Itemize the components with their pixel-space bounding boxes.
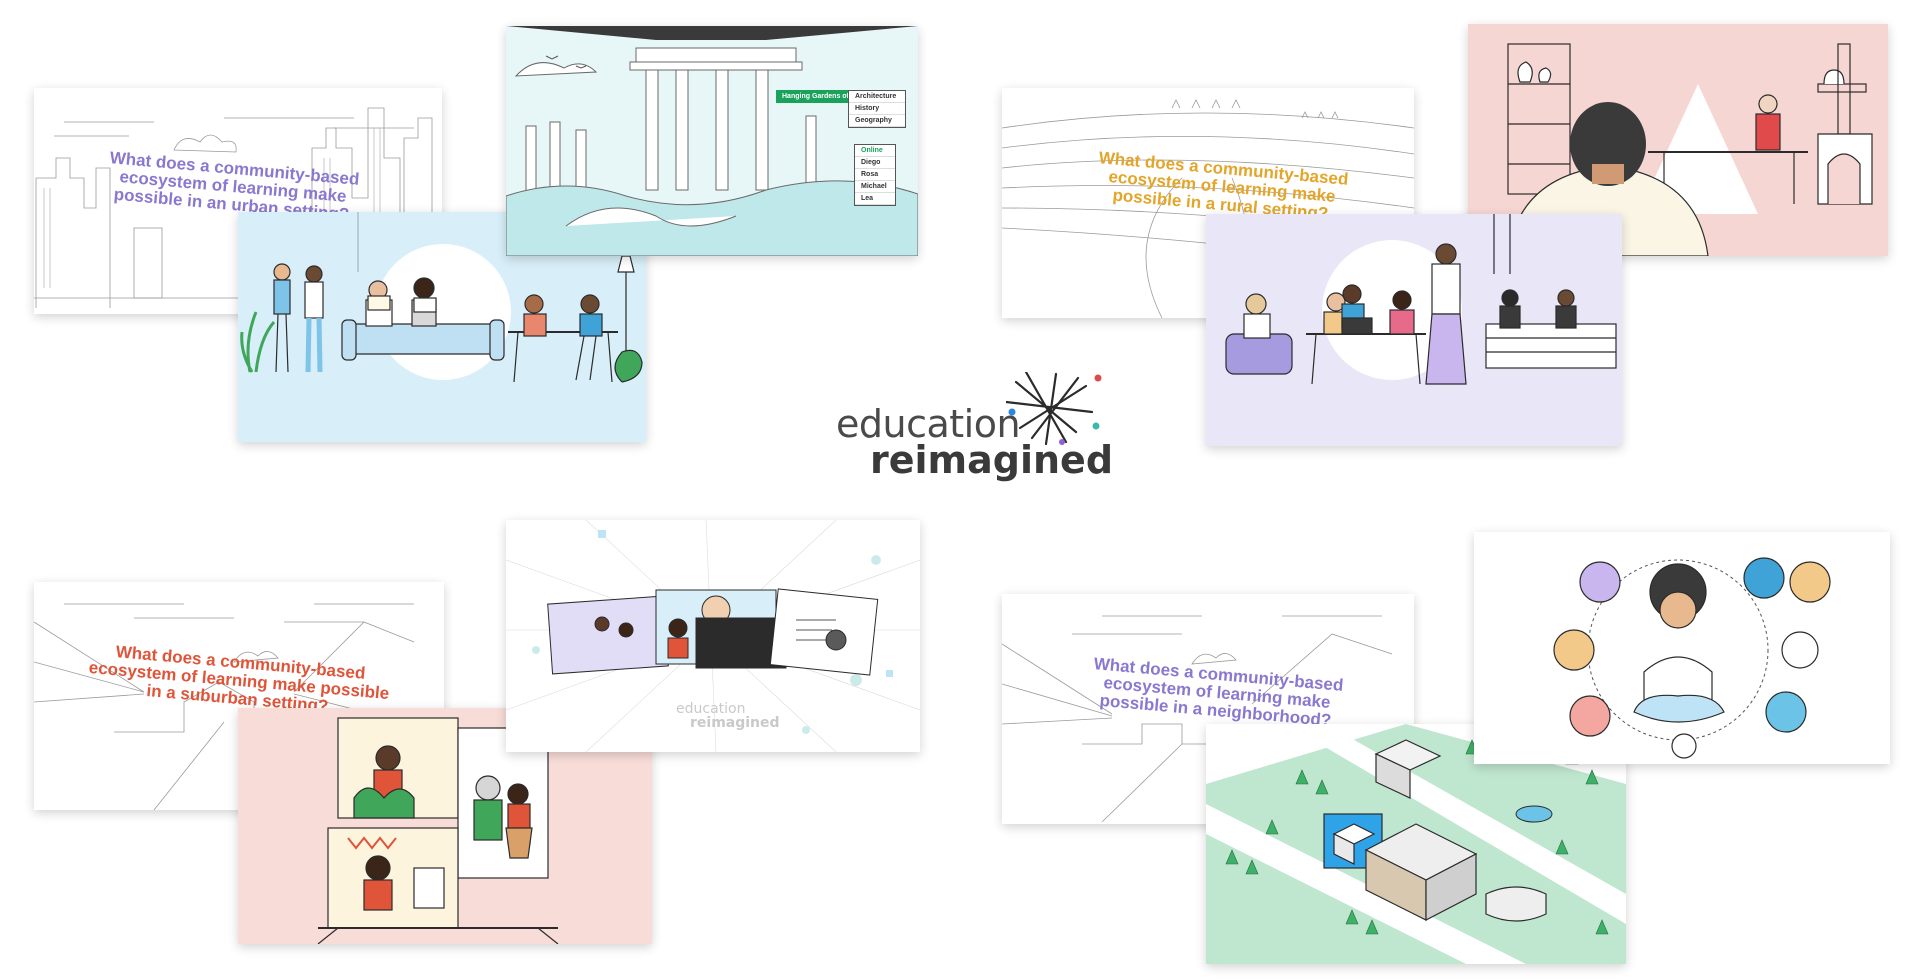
topic-item[interactable]: History	[849, 103, 905, 115]
network-collage-illustration	[506, 520, 920, 752]
collage-watermark-line1: education	[676, 701, 746, 717]
learner-ecosystem-card	[1474, 532, 1890, 764]
isometric-neighborhood-map	[1206, 724, 1626, 964]
brand-logo: education reimagined	[836, 372, 1113, 482]
neighborhood-street-drawing	[1002, 615, 1393, 823]
farm-fields-drawing	[1002, 99, 1414, 318]
pottery-workshop-illustration	[1507, 43, 1873, 256]
person-item[interactable]: Diego	[855, 157, 895, 169]
urban-living-room-illustration	[240, 212, 643, 383]
online-header: Online	[855, 145, 895, 157]
starburst-icon	[1006, 372, 1102, 446]
learner-ecosystem-illustration	[1553, 557, 1831, 759]
neighborhood-map-card	[1206, 724, 1626, 964]
suburban-family-illustration	[317, 717, 559, 944]
suburban-learning-scene-card	[238, 708, 652, 944]
ruins-virtual-tour-card: Hanging Gardens of Babylon Architecture …	[506, 26, 918, 256]
person-item[interactable]: Lea	[855, 193, 895, 205]
rural-learning-scene-card	[1206, 214, 1622, 446]
person-item[interactable]: Michael	[855, 181, 895, 193]
collage-watermark-line2: reimagined	[690, 715, 780, 731]
greek-ruins-illustration	[506, 26, 918, 256]
logo-word-education: education	[836, 402, 1021, 446]
online-people-panel: Online Diego Rosa Michael Lea	[854, 144, 896, 206]
photo-collage-card: education reimagined	[506, 520, 920, 752]
logo-word-reimagined: reimagined	[870, 438, 1114, 482]
suburban-street-drawing	[34, 603, 444, 810]
rural-classroom-illustration	[1225, 214, 1617, 385]
topic-item[interactable]: Geography	[849, 115, 905, 127]
person-item[interactable]: Rosa	[855, 169, 895, 181]
topic-menu: Architecture History Geography	[848, 90, 906, 128]
city-skyline-drawing	[34, 107, 442, 308]
topic-item[interactable]: Architecture	[849, 91, 905, 103]
